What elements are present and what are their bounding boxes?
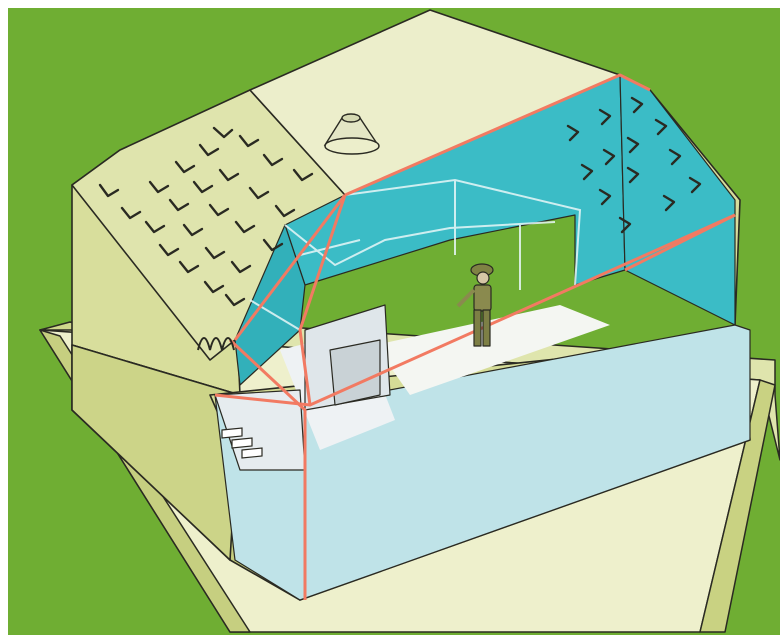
roof-chevrons-left	[98, 126, 314, 307]
coil-detail	[197, 337, 235, 351]
ventilation-cone-icon	[323, 113, 380, 155]
room-outline	[249, 178, 582, 331]
roof-chevrons-right	[566, 96, 702, 234]
section-cut-lines	[214, 73, 736, 600]
staircase-icon	[221, 427, 263, 459]
soldier-figure-icon	[456, 263, 494, 347]
